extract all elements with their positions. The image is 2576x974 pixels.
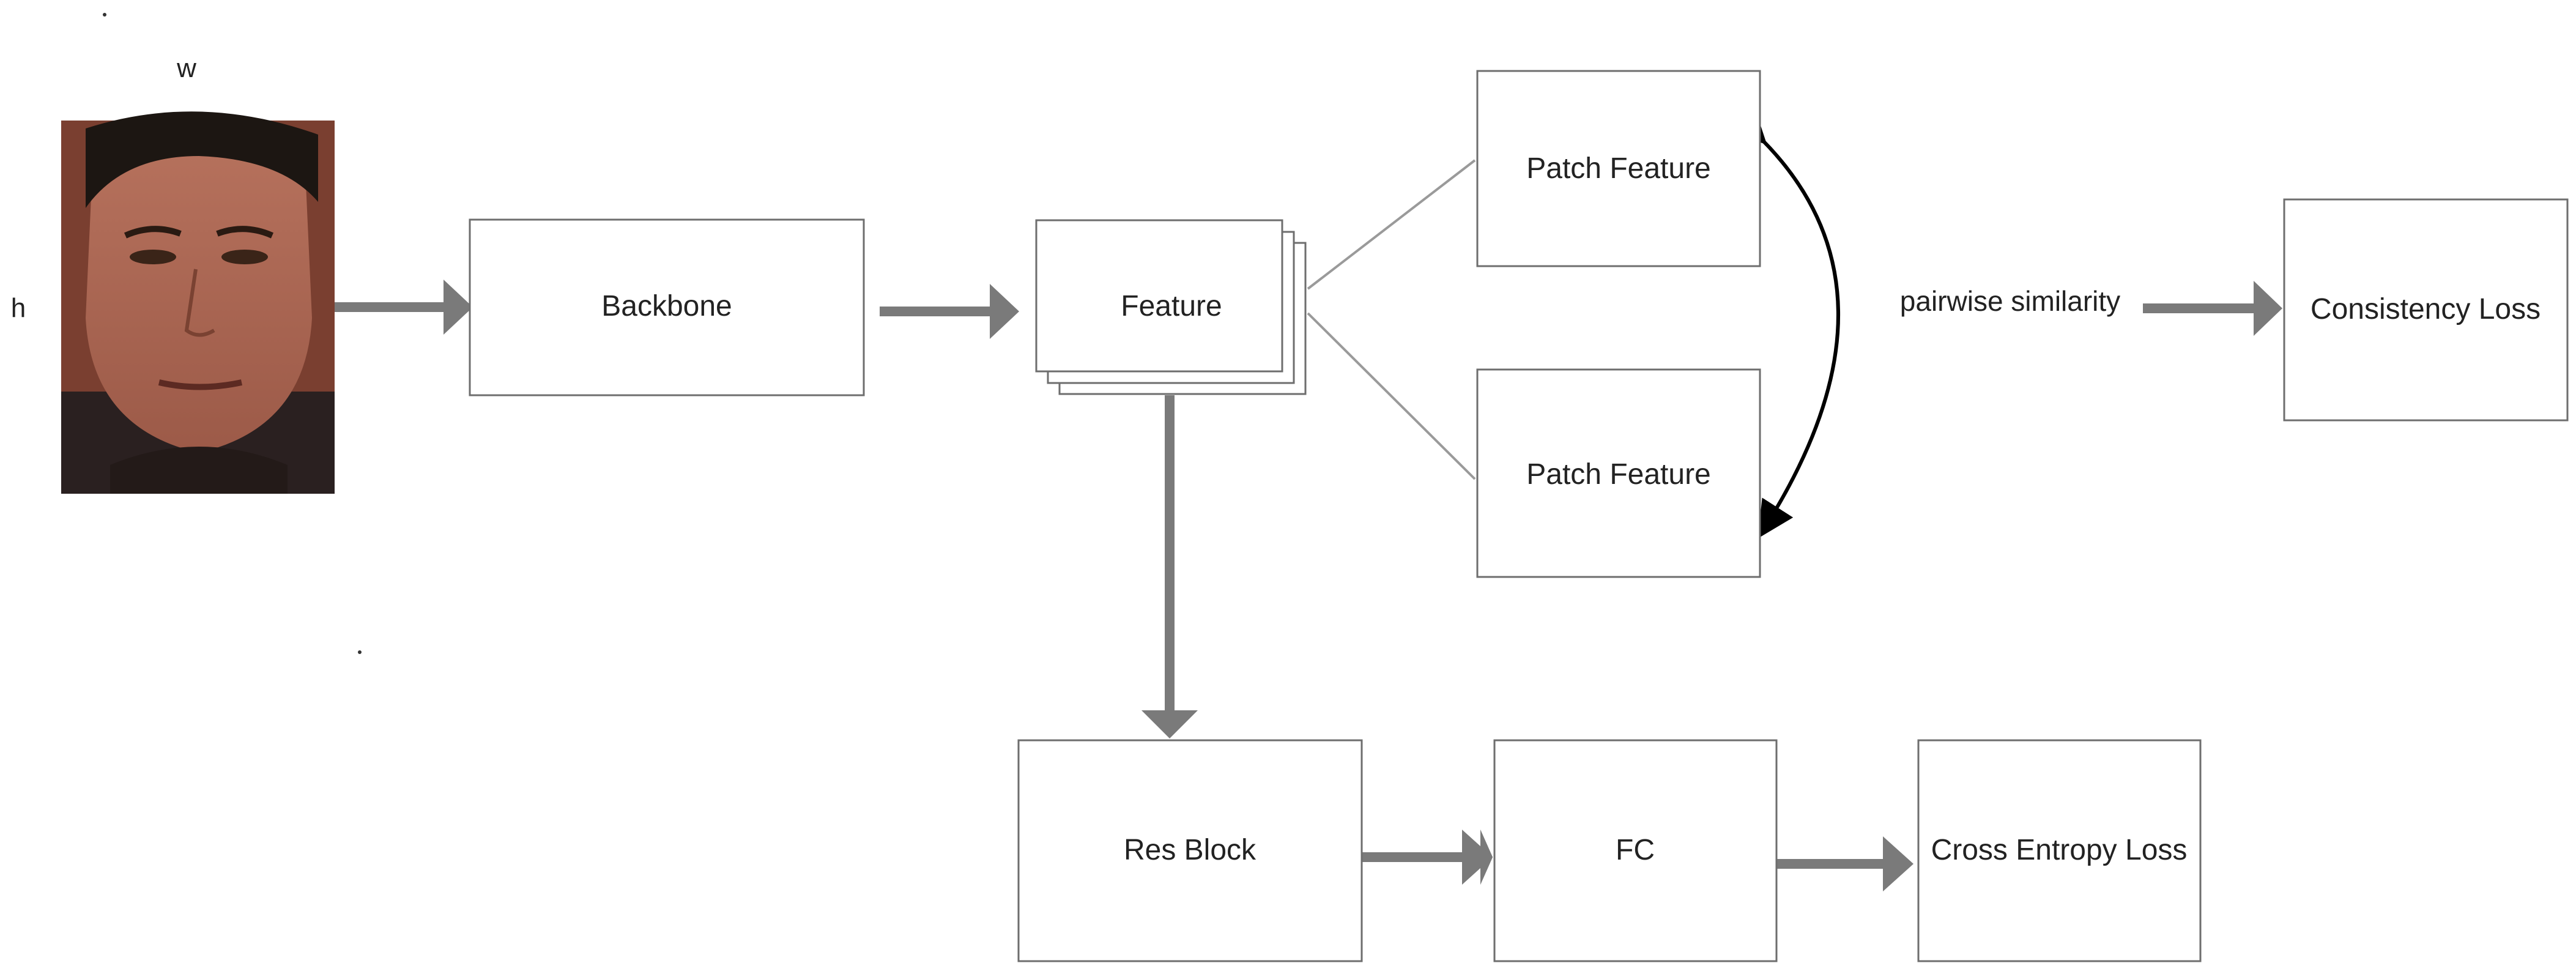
consistency-loss-label: Consistency Loss [2311,293,2541,325]
cross-entropy-loss-box [1917,739,2202,962]
arrow-backbone-to-feature [880,284,1019,339]
height-label: h [11,293,26,323]
split-line-bottom [1307,312,1476,480]
width-label: w [176,53,196,83]
consistency-loss-box [2283,198,2569,422]
fc-box [1493,739,1778,962]
res-block-box [1017,739,1363,962]
face-photo [61,111,335,494]
feature-stack [1035,219,1307,395]
backbone-box [469,218,865,396]
cross-entropy-loss-label: Cross Entropy Loss [1931,834,2188,866]
res-block-label: Res Block [1124,834,1256,866]
backbone-label: Backbone [601,290,732,322]
split-line-top [1307,159,1476,290]
pairwise-similarity-curve [1728,105,1840,539]
stray-dot [103,13,106,17]
stray-dot [358,650,362,654]
patch-feature-top-box [1476,70,1761,267]
arrow-similarity-to-consistency [2143,281,2282,336]
feature-label: Feature [1121,290,1222,322]
arrow-feature-to-resblock [1141,395,1198,738]
arrow-image-to-backbone [335,280,473,335]
pairwise-similarity-label: pairwise similarity [1900,285,2120,317]
arrow-resblock-to-fc-head [1462,830,1493,885]
fc-label: FC [1616,834,1655,866]
arrow-fc-to-crossentropy [1776,836,1913,891]
patch-feature-bottom-label: Patch Feature [1526,458,1711,491]
patch-feature-bottom-box [1476,368,1761,578]
patch-feature-top-label: Patch Feature [1526,152,1711,185]
